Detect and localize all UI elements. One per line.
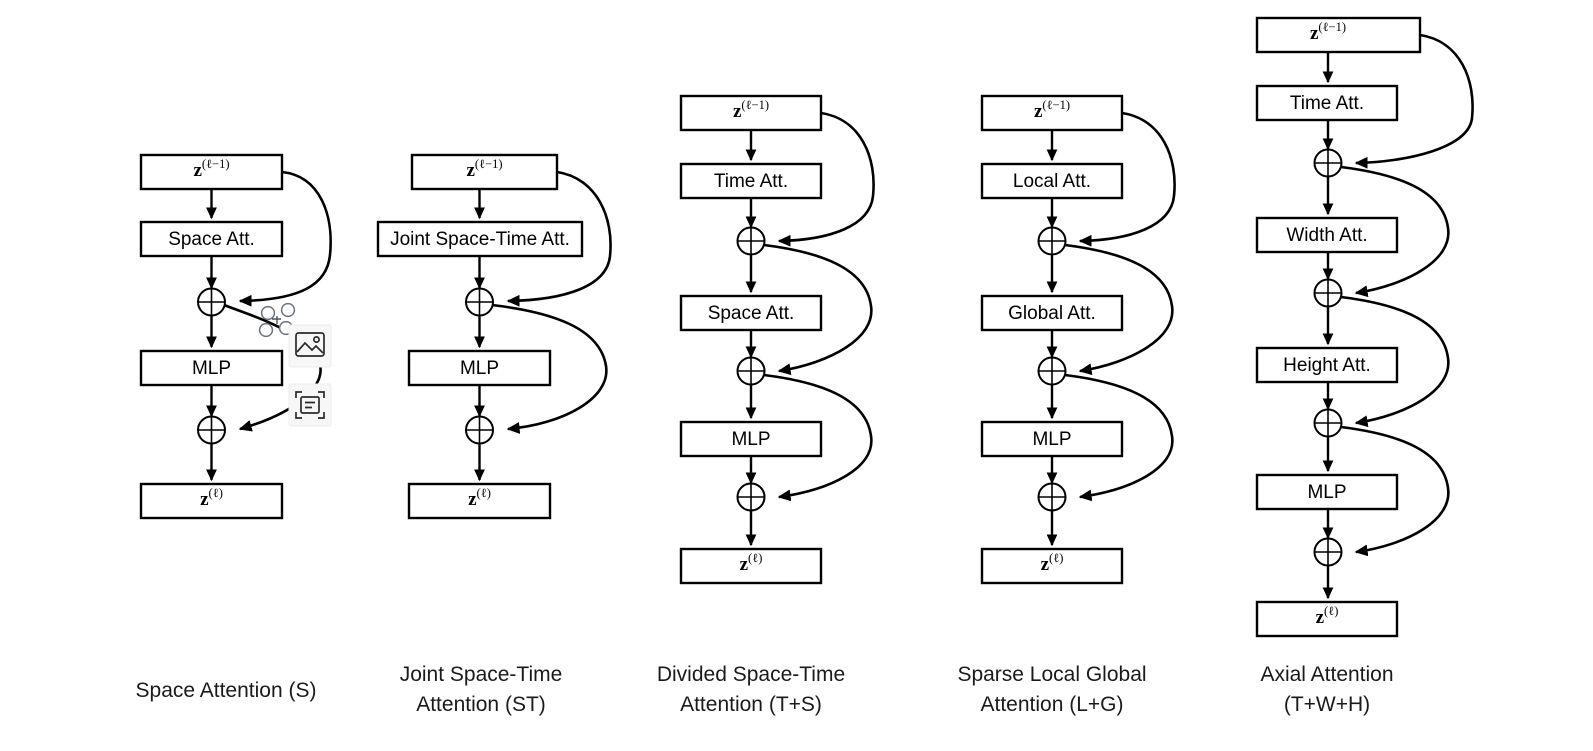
residual-skip-connection [1340,295,1450,428]
node-box-output [1255,600,1399,638]
node-label-input: z(ℓ−1) [1310,20,1346,44]
node-label-block-0: Joint Space-Time Att. [390,229,570,250]
node-label-output: z(ℓ) [1316,604,1339,628]
column-caption-sparse-local-global-line2: Attention (L+G) [981,693,1124,716]
node-label-output: z(ℓ) [468,486,491,510]
node-label-block-3: MLP [1307,482,1346,503]
node-box-block-2 [679,420,823,458]
node-box-output [139,482,284,520]
node-label-block-1: MLP [192,358,231,379]
column-joint-space-time-attention: z(ℓ−1) Joint Space-Time Att. MLP z(ℓ) Jo… [376,153,612,716]
node-label-block-1: MLP [460,358,499,379]
node-label-output: z(ℓ) [1041,551,1064,575]
residual-skip-connection [1354,33,1474,169]
residual-skip-connection [1064,373,1174,502]
node-label-input: z(ℓ−1) [466,157,502,181]
column-caption-divided-space-time-line1: Divided Space-Time [657,663,845,686]
residual-skip-connection [1340,425,1450,557]
node-box-output [980,547,1124,585]
column-caption-joint-space-time-line2: Attention (ST) [416,693,546,716]
node-label-block-2: MLP [731,429,770,450]
node-label-block-0: Time Att. [714,171,788,192]
node-label-block-1: Width Att. [1286,225,1367,246]
node-label-block-1: Global Att. [1008,303,1096,324]
node-label-block-1: Space Att. [708,303,795,324]
column-caption-joint-space-time-line1: Joint Space-Time [400,663,563,686]
node-label-output: z(ℓ) [200,486,223,510]
column-caption-divided-space-time-line2: Attention (T+S) [680,693,822,716]
node-label-block-2: Height Att. [1283,355,1371,376]
node-label-block-2: MLP [1032,429,1071,450]
text-scan-icon[interactable] [288,383,332,427]
column-axial-attention: z(ℓ−1) Time Att. Width Att. Height Att. [1255,16,1474,716]
column-divided-space-time-attention: z(ℓ−1) Time Att. Space Att. MLP [657,94,875,716]
residual-skip-connection [238,170,332,307]
column-caption-axial-attention-line2: (T+W+H) [1284,693,1370,716]
residual-skip-connection [1064,243,1174,376]
node-box-block-3 [1255,473,1399,511]
column-caption-sparse-local-global-line1: Sparse Local Global [957,663,1146,686]
node-label-input: z(ℓ−1) [193,157,229,181]
column-caption-space-attention: Space Attention (S) [136,679,317,702]
node-box-input [980,94,1124,132]
node-label-input: z(ℓ−1) [733,98,769,122]
residual-skip-connection [763,373,873,502]
residual-skip-connection [491,303,608,434]
node-label-block-0: Local Att. [1013,171,1091,192]
node-box-input [139,153,284,191]
column-sparse-local-global-attention: z(ℓ−1) Local Att. Global Att. MLP [957,94,1176,716]
residual-skip-connection [763,243,873,376]
node-box-input [410,153,559,191]
node-box-block-0 [376,220,584,258]
node-box-output [407,482,552,520]
node-box-block-2 [1255,346,1399,384]
residual-skip-connection [777,111,875,247]
residual-skip-connection [1340,165,1450,298]
node-label-output: z(ℓ) [740,551,763,575]
node-box-input [1255,16,1422,54]
node-box-input [679,94,823,132]
node-box-output [679,547,823,585]
residual-skip-connection [1078,111,1176,247]
residual-skip-connection [506,170,612,307]
column-caption-axial-attention-line1: Axial Attention [1260,663,1393,686]
node-label-block-0: Time Att. [1290,93,1364,114]
column-space-attention: z(ℓ−1) Space Att. MLP z(ℓ) Space Attenti… [136,153,332,702]
selection-handles-icon[interactable] [258,302,296,338]
node-label-input: z(ℓ−1) [1034,98,1070,122]
node-label-block-0: Space Att. [168,229,255,250]
image-icon[interactable] [288,324,332,368]
node-box-block-0 [980,162,1124,200]
